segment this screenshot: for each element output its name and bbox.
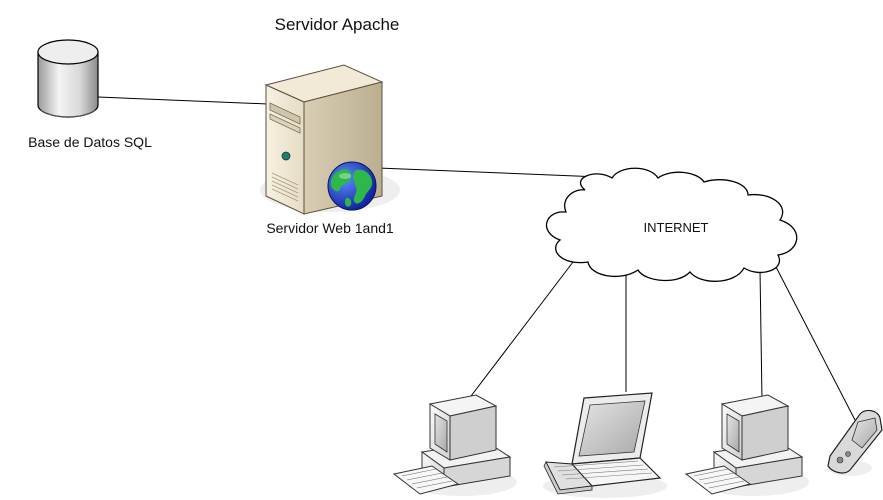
cloud-icon <box>545 167 798 282</box>
link-database-server <box>97 96 269 105</box>
link-server-internet <box>377 167 626 179</box>
laptop-icon <box>543 392 667 498</box>
desktop-computer-icon <box>392 394 517 496</box>
link-internet-client-3 <box>759 269 763 401</box>
server-tower-globe-icon <box>260 64 400 215</box>
diagram-title: Servidor Apache <box>275 15 400 34</box>
database-cylinder-icon <box>37 39 99 118</box>
database-label: Base de Datos SQL <box>28 134 152 150</box>
connection-lines <box>97 96 856 421</box>
link-internet-client-4 <box>774 264 856 421</box>
web-server-label: Servidor Web 1and1 <box>266 220 394 236</box>
link-internet-client-1 <box>467 261 574 401</box>
internet-label: INTERNET <box>644 220 709 235</box>
pda-handheld-icon <box>827 409 883 476</box>
desktop-computer-icon <box>684 394 809 496</box>
globe-icon <box>327 161 377 211</box>
